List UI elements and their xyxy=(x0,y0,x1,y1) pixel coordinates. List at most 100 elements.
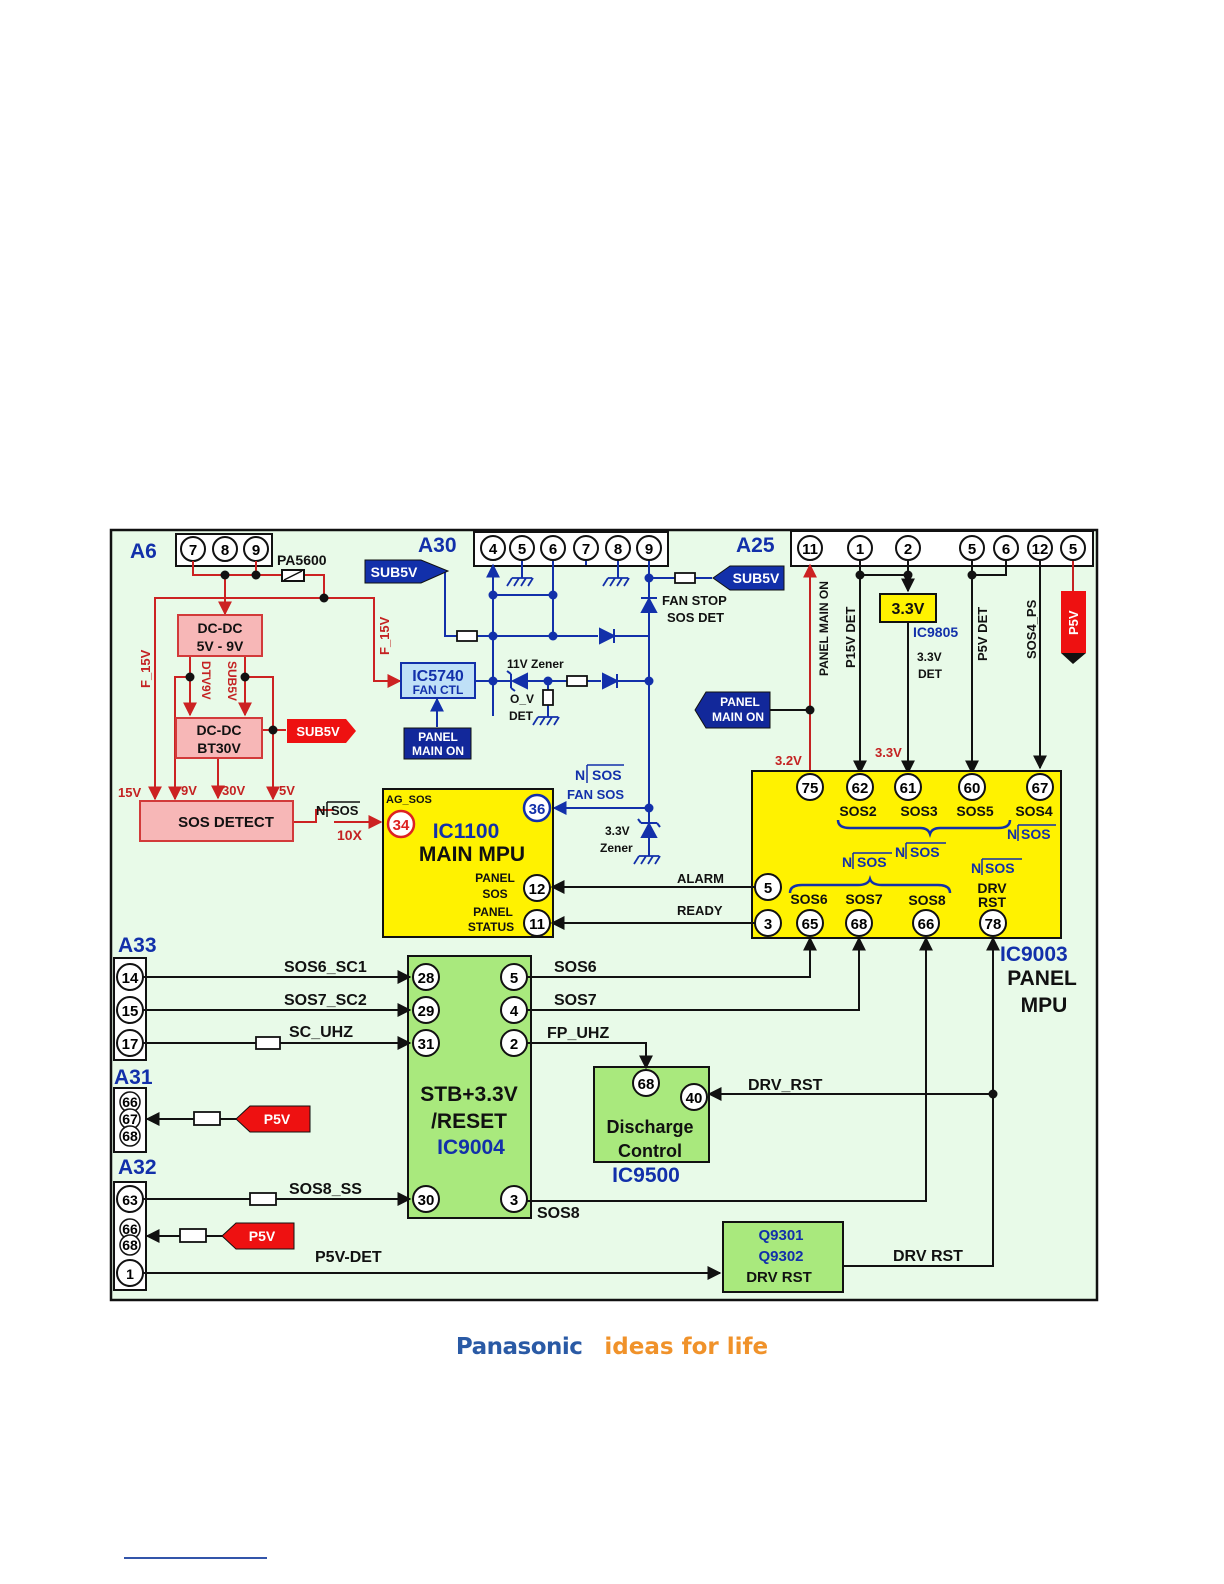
panel-main-on-arrow-tag xyxy=(694,691,771,729)
sub5v-blue-right-tag xyxy=(712,565,785,591)
a32-pin: 1 xyxy=(126,1266,134,1282)
a6-pin: 9 xyxy=(252,542,260,559)
ic9805-label: IC9805 xyxy=(913,624,958,640)
sos7-label: SOS7 xyxy=(554,992,597,1009)
nsos-a-n: N xyxy=(1007,826,1017,842)
lower-labels: SOS6_SC1 SOS7_SC2 SC_UHZ SOS8_SS P5V-DET… xyxy=(284,959,963,1266)
ic9003-pin: 68 xyxy=(851,916,868,933)
connector-a33-label: A33 xyxy=(118,934,157,957)
ic9500-line2: Control xyxy=(618,1141,682,1161)
connector-a30 xyxy=(473,531,669,567)
ic9003-pin: 5 xyxy=(764,880,772,897)
fan-junctions xyxy=(488,573,654,813)
p15v-det-label: P15V DET xyxy=(843,607,858,668)
a33-pin: 15 xyxy=(122,1003,139,1020)
panel-main-on-arrow-l2: MAIN ON xyxy=(712,710,764,724)
sub5v-vert-label: SUB5V xyxy=(225,661,239,701)
q9301-line1: Q9301 xyxy=(758,1227,803,1244)
nsos-d-n: N xyxy=(971,860,981,876)
panasonic-logo: Panasonic xyxy=(455,1334,583,1360)
ic9500-pin: 68 xyxy=(638,1076,655,1093)
sub5v-red-label: SUB5V xyxy=(296,724,340,739)
ic9004-pins: 28 29 31 30 5 4 2 3 xyxy=(412,963,528,1213)
panel-main-on-box-l1: PANEL xyxy=(418,730,458,744)
dcdc-5v-9v-block xyxy=(177,614,263,657)
connector-a30-label: A30 xyxy=(418,534,457,557)
ground-symbols xyxy=(506,577,661,865)
fan-sos-label: FAN SOS xyxy=(567,787,624,802)
sos-det-label: SOS DET xyxy=(667,610,724,625)
p5v-a31-tag xyxy=(235,1105,311,1133)
ic1100-ag-sos: AG_SOS xyxy=(386,794,432,806)
dcdc2-line2: BT30V xyxy=(197,740,241,756)
nsos-fan-label: SOS xyxy=(592,767,622,783)
f15v-right-label: F_15V xyxy=(377,616,392,655)
ic9004-pin: 5 xyxy=(510,970,518,987)
connector-a32-label: A32 xyxy=(118,1156,157,1179)
a25-pin: 1 xyxy=(856,541,864,558)
nsos-b-label: SOS xyxy=(857,854,887,870)
ic9003-pin: 67 xyxy=(1032,780,1049,797)
nsos-ag-n: N xyxy=(316,803,325,818)
ic9003-sos5: SOS5 xyxy=(956,803,994,819)
a30-pin: 7 xyxy=(582,541,590,558)
ic9500-pins: 68 40 xyxy=(632,1069,708,1111)
ic9003-name: IC9003 xyxy=(1000,943,1068,966)
a32-pin: 66 xyxy=(122,1221,138,1237)
lower-wires xyxy=(143,936,1000,1280)
connector-a31-label: A31 xyxy=(114,1066,153,1089)
ic9004-line1: STB+3.3V xyxy=(420,1083,517,1106)
ic5740-sub: FAN CTL xyxy=(413,683,464,697)
alarm-label: ALARM xyxy=(677,871,724,886)
dcdc2-line1: DC-DC xyxy=(196,722,241,738)
sos4-ps-label: SOS4_PS xyxy=(1024,599,1039,659)
ic9003-sos8: SOS8 xyxy=(908,892,946,908)
dcdc1-line2: 5V - 9V xyxy=(197,638,244,654)
ic9500-pin: 40 xyxy=(686,1090,703,1107)
v33-regulator-label: 3.3V xyxy=(892,601,925,618)
sub5v-red-tag xyxy=(287,719,356,743)
x10-label: 10X xyxy=(337,827,363,843)
panel-main-on-vert-label: PANEL MAIN ON xyxy=(817,581,831,676)
p5v-a32-tag xyxy=(221,1222,295,1250)
dcdc1-line1: DC-DC xyxy=(197,620,242,636)
nsos-overbars xyxy=(852,824,1056,875)
brace-bottom xyxy=(788,875,952,894)
panel-main-on-box xyxy=(403,727,472,760)
f15v-left-label: F_15V xyxy=(138,649,153,688)
ic9004-pin: 4 xyxy=(510,1003,519,1020)
sos-detect-label: SOS DETECT xyxy=(178,814,274,831)
sos-detect-block xyxy=(139,800,294,842)
ic9003-sos7: SOS7 xyxy=(845,891,883,907)
nsos-groups: N SOS N SOS N SOS N SOS xyxy=(842,826,1051,876)
ic1100-pin: 12 xyxy=(529,881,546,898)
a31-pin: 66 xyxy=(122,1094,138,1110)
a25-pins: 11 1 2 5 6 12 5 xyxy=(797,535,1086,561)
panel-main-on-arrow-l1: PANEL xyxy=(720,695,760,709)
drv-rst-l-label: DRV_RST xyxy=(748,1077,823,1094)
sos7-sc2-label: SOS7_SC2 xyxy=(284,992,367,1009)
a32-pins: 63 66 68 1 xyxy=(116,1185,144,1287)
ic1100-panel-sos-2: SOS xyxy=(482,887,507,901)
a25-pin: 12 xyxy=(1032,541,1049,558)
ic1100-pin: 11 xyxy=(529,916,545,933)
ic9004-pin: 3 xyxy=(510,1192,518,1209)
a33-pin: 14 xyxy=(122,970,139,987)
ic1100-block xyxy=(382,788,554,938)
ic5740-name: IC5740 xyxy=(412,668,464,685)
ic9004-line2: /RESET xyxy=(431,1110,507,1133)
ic5740-block xyxy=(400,662,476,699)
a31-pin: 68 xyxy=(122,1128,138,1144)
ic9003-pin: 3 xyxy=(764,916,772,933)
a30-pins: 4 5 6 7 8 9 xyxy=(480,535,662,561)
zener11-label: 11V Zener xyxy=(507,657,564,671)
a30-pin: 9 xyxy=(645,541,653,558)
nsos-b-n: N xyxy=(842,854,852,870)
drv-rst-junction xyxy=(988,1089,998,1099)
sc-uhz-label: SC_UHZ xyxy=(289,1024,353,1041)
pa5600-label: PA5600 xyxy=(277,552,327,568)
v9-label: 9V xyxy=(181,783,197,798)
drv-rst-b-label: DRV RST xyxy=(893,1248,963,1265)
